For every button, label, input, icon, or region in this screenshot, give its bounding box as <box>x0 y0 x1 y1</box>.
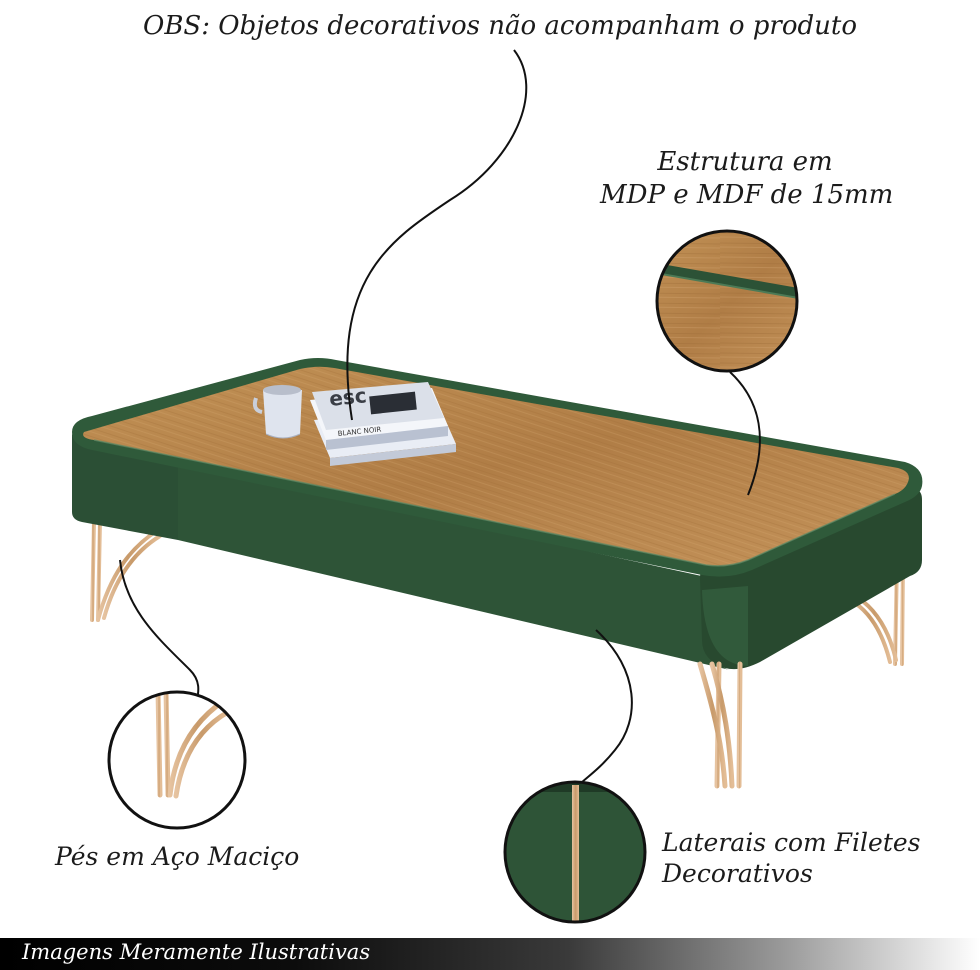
caption-structure-line1: Estrutura em <box>657 147 833 177</box>
leader-pes <box>119 559 200 713</box>
leader-estrutura <box>729 371 761 496</box>
mug-decor <box>252 385 302 439</box>
leader-laterais <box>575 629 633 791</box>
table-front-face <box>178 462 730 670</box>
caption-side-fillets-line1: Laterais com Filetes <box>662 828 921 857</box>
leader-obs <box>346 49 528 421</box>
caption-steel-legs: Pés em Aço Maciço <box>55 842 300 871</box>
footer-disclaimer: Imagens Meramente Ilustrativas <box>22 940 371 964</box>
caption-decor-disclaimer: OBS: Objetos decorativos não acompanham … <box>143 11 857 41</box>
detail-top-structure <box>655 229 799 373</box>
gold-fillets <box>175 464 845 630</box>
caption-structure-line2: MDP e MDF de 15mm <box>600 179 894 210</box>
front-legs <box>697 661 743 789</box>
book-stack-decor: esc BLANC NOIR <box>310 382 456 466</box>
caption-structure: Estrutura em MDP e MDF de 15mm <box>600 146 894 211</box>
footer-banner: Imagens Meramente Ilustrativas <box>0 938 980 970</box>
coffee-table: esc BLANC NOIR <box>72 358 923 789</box>
caption-side-fillets-line2: Decorativos <box>662 859 813 889</box>
table-end-right <box>700 490 922 670</box>
caption-side-fillets: Laterais com Filetes Decorativos <box>662 827 920 890</box>
book-cover-photo <box>369 391 417 415</box>
detail-side-fillet <box>503 780 647 924</box>
detail-steel-leg <box>107 690 247 830</box>
